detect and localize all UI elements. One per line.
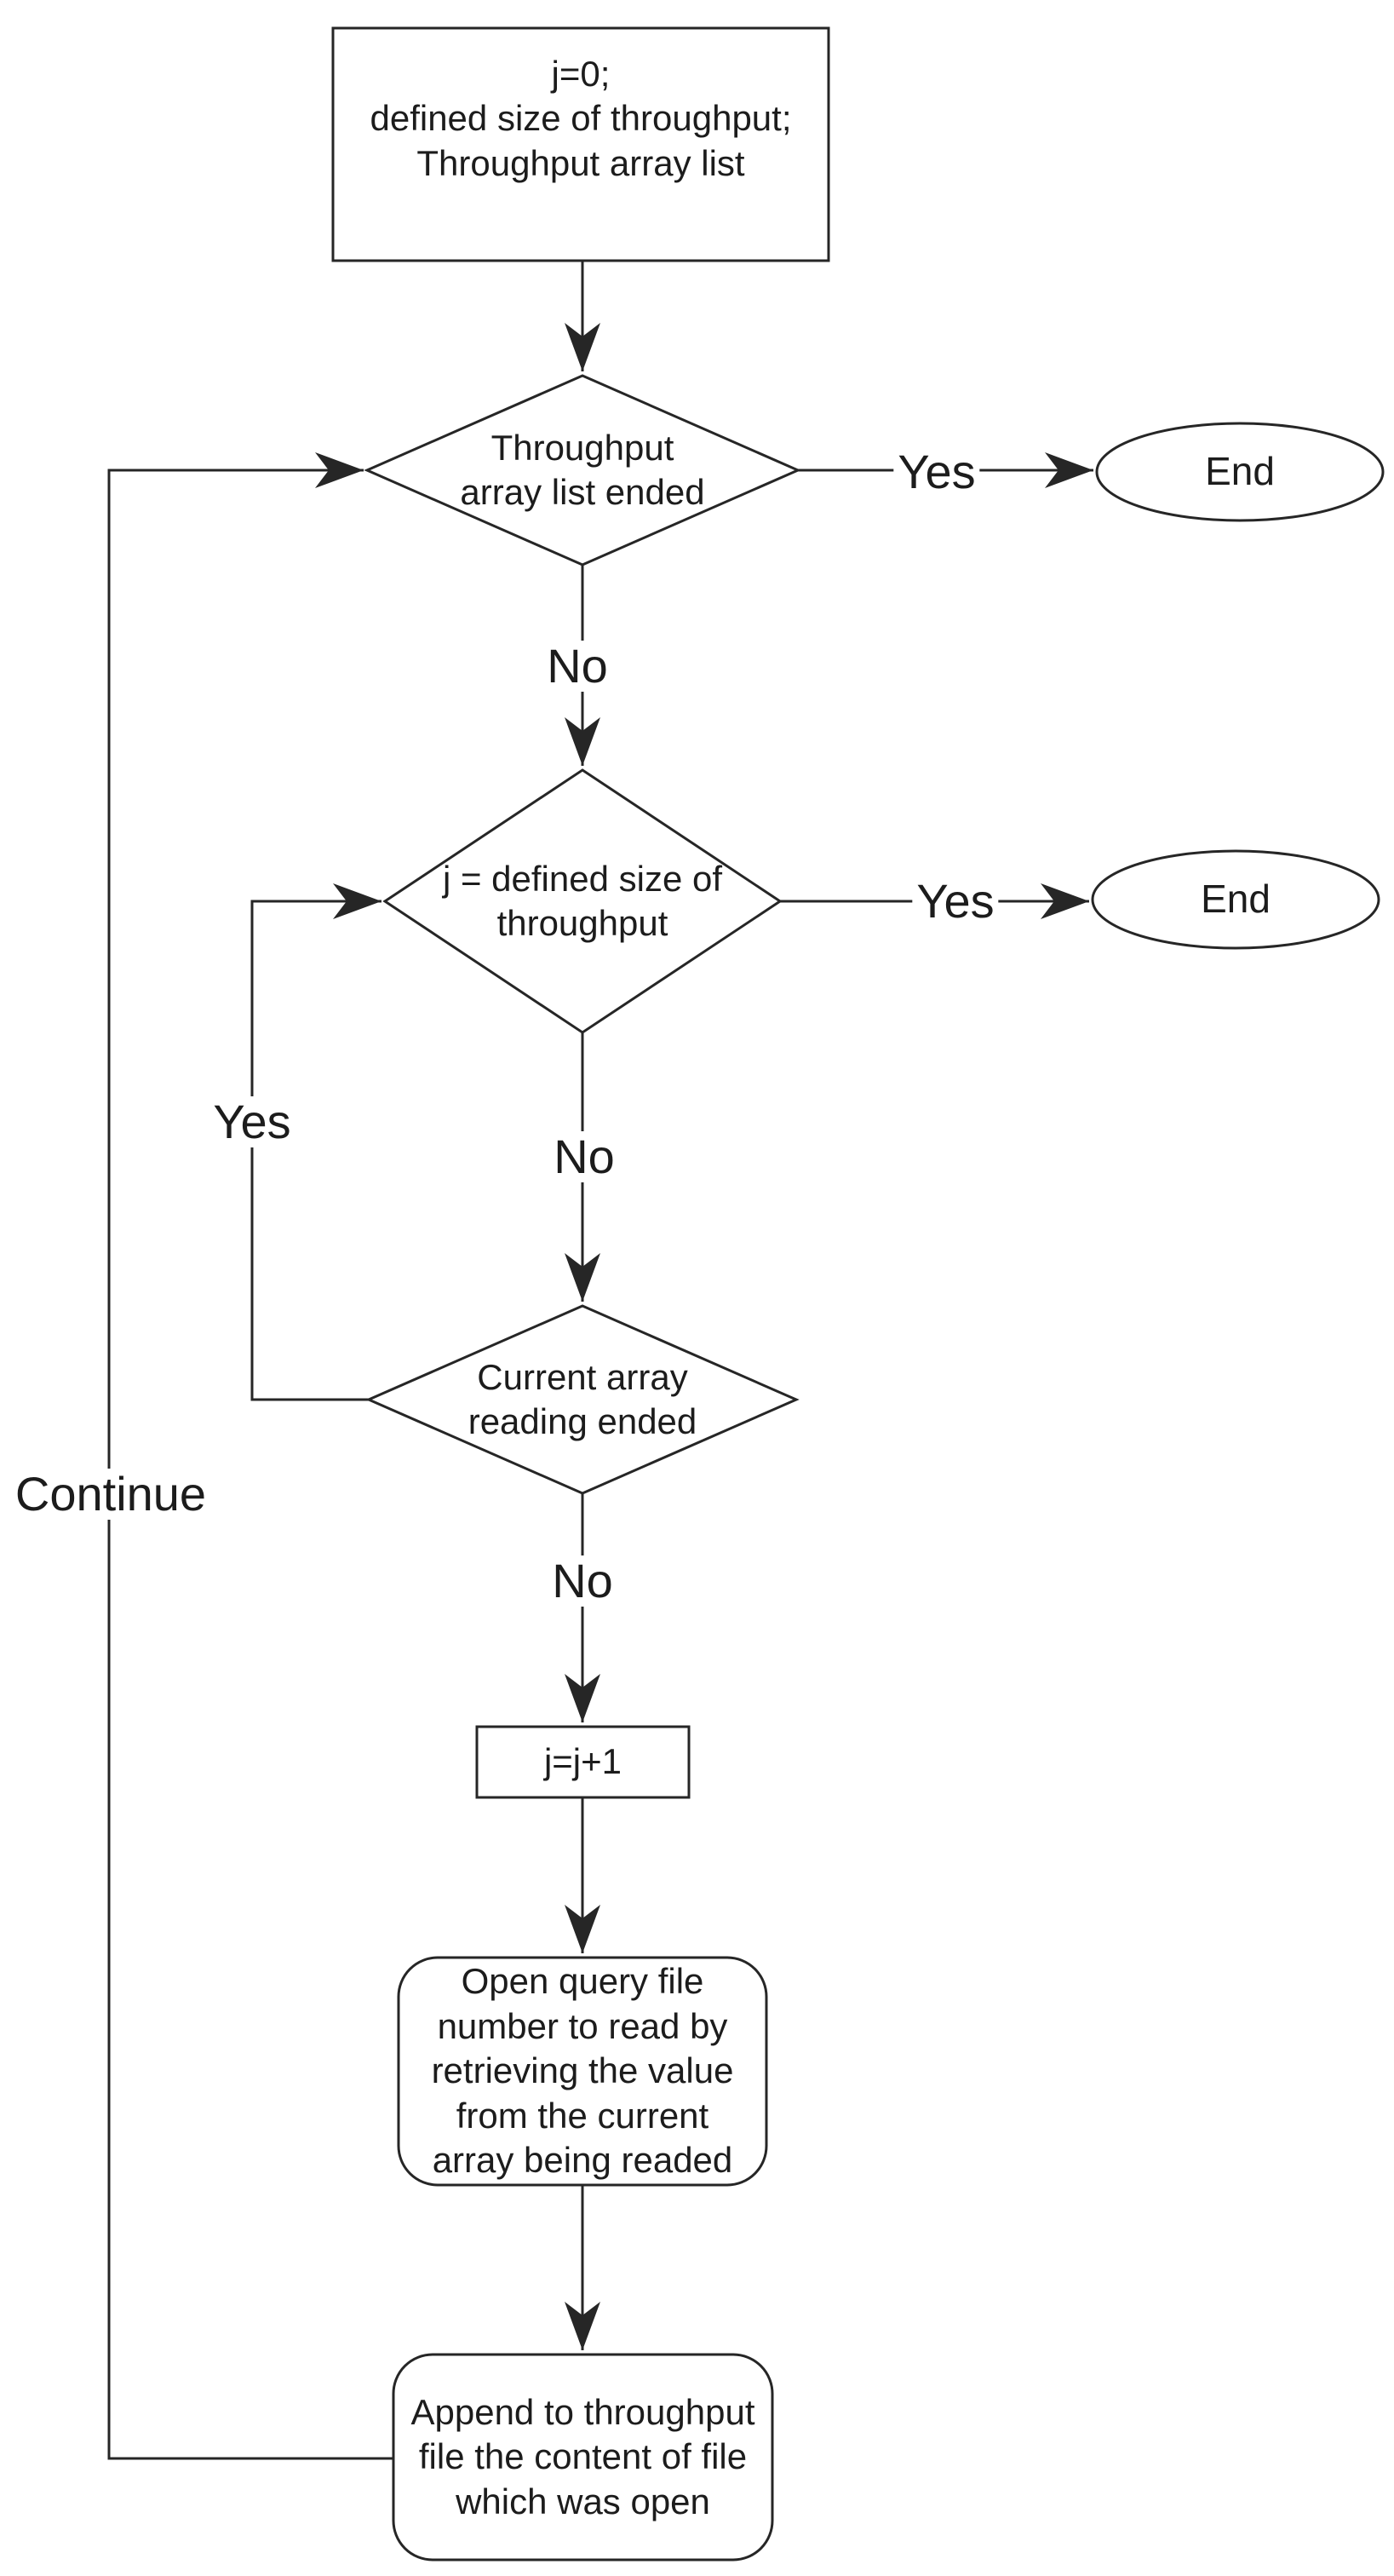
check-array-list-diamond — [364, 374, 801, 566]
check-current-array-diamond — [365, 1304, 800, 1495]
append-throughput-label: Append to throughput file the content of… — [410, 2391, 755, 2521]
edge-label-yes-middle: Yes — [912, 876, 999, 927]
start-node-shape — [331, 26, 830, 262]
check-j-size-diamond — [382, 768, 783, 1034]
edge-continue-to-check-array-list — [107, 452, 393, 2460]
increment-j-label: j=j+1 — [543, 1741, 622, 1782]
edge-label-yes-top: Yes — [893, 446, 980, 497]
end-middle-label: End — [1201, 877, 1271, 922]
edge-label-no-middle: No — [549, 1131, 619, 1182]
check-current-array-label: Current array reading ended — [468, 1356, 697, 1442]
open-query-file-shape — [397, 1956, 768, 2187]
edge-label-continue: Continue — [10, 1469, 211, 1520]
edge-label-yes-loop: Yes — [209, 1096, 295, 1147]
end-top-ellipse — [1095, 422, 1385, 522]
check-j-size-label: j = defined size of throughput — [442, 858, 723, 944]
edge-label-no-top: No — [542, 641, 612, 692]
start-node-label: j=0; defined size of throughput; Through… — [370, 53, 792, 183]
append-throughput-shape — [392, 2353, 774, 2562]
edge-label-no-bottom: No — [548, 1555, 617, 1607]
edge-yes-loop-to-check-j-size — [250, 883, 381, 1401]
end-middle-ellipse — [1091, 849, 1380, 950]
end-top-label: End — [1205, 449, 1275, 494]
check-array-list-label: Throughput array list ended — [460, 427, 705, 513]
open-query-file-label: Open query file number to read by retrie… — [431, 1961, 734, 2181]
increment-j-shape — [475, 1725, 691, 1799]
